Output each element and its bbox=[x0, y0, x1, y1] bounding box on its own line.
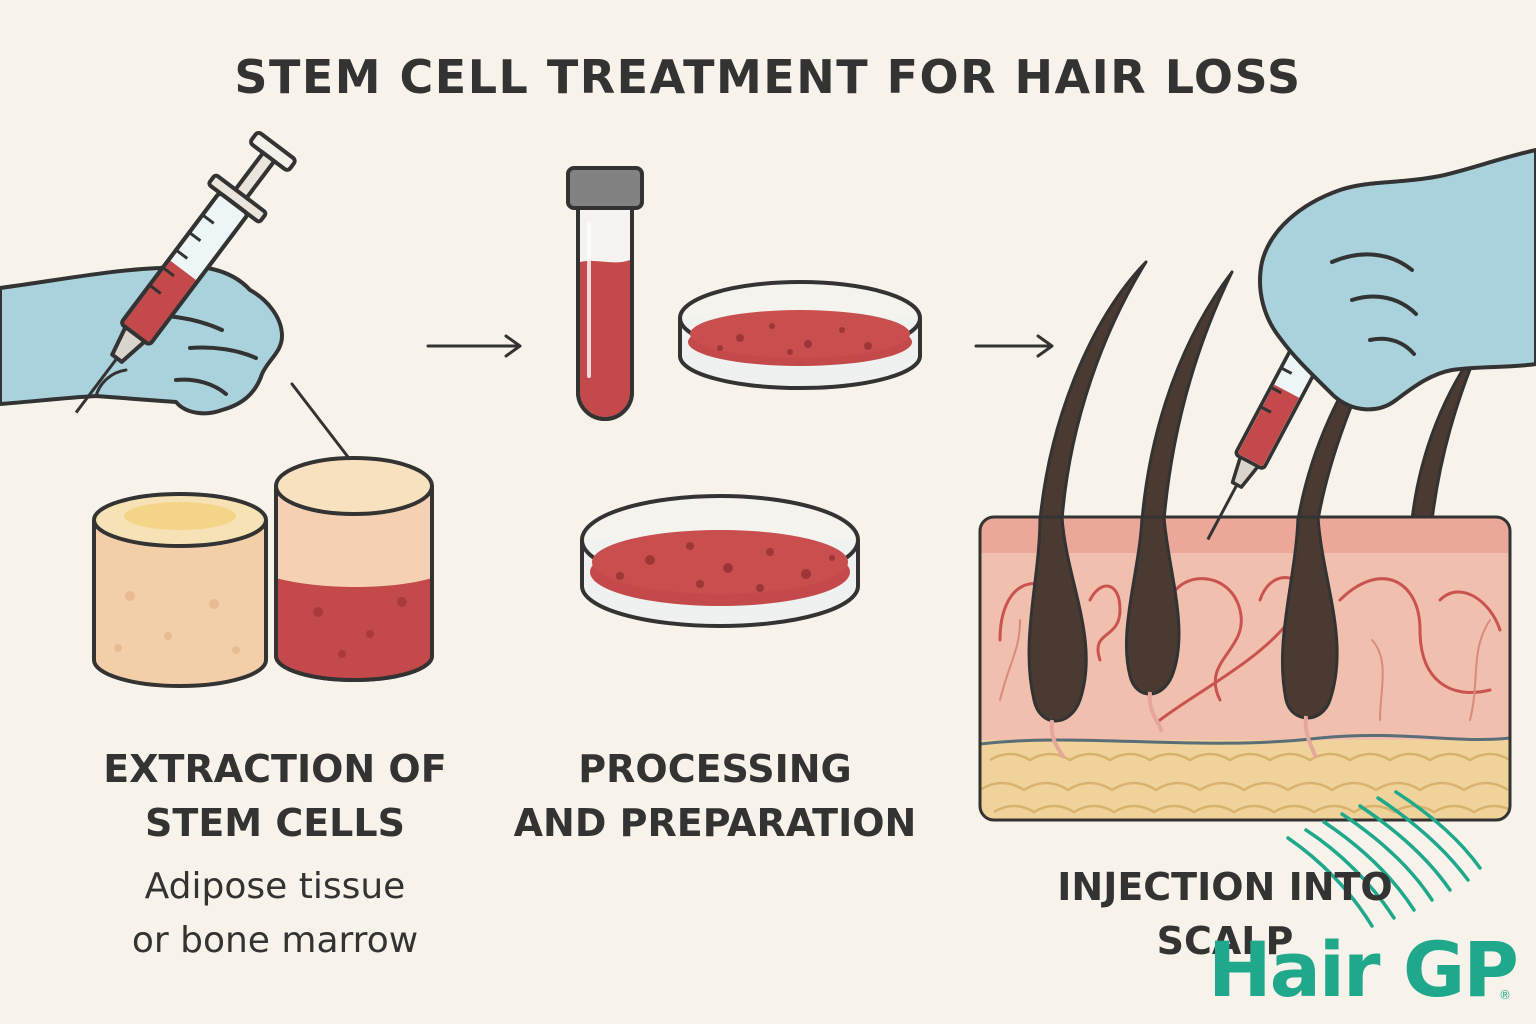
syringe-icon bbox=[74, 130, 297, 414]
step-1-heading-line-1: EXTRACTION OF bbox=[103, 747, 447, 791]
petri-dish-icon bbox=[678, 280, 922, 390]
step-1-heading-line-2: STEM CELLS bbox=[145, 801, 405, 845]
step-2-heading-line-2: AND PREPARATION bbox=[513, 801, 917, 845]
brand-logo: Hair GP bbox=[1208, 925, 1519, 1014]
arrow-right-icon bbox=[974, 334, 1054, 358]
step-1-detail-line-2: or bone marrow bbox=[131, 920, 419, 961]
step-2-heading-line-1: PROCESSING bbox=[578, 747, 852, 791]
step-3-heading-line-2: SCALP bbox=[1156, 919, 1294, 963]
adipose-tissue-cylinder bbox=[92, 492, 268, 688]
test-tube-icon bbox=[566, 166, 644, 421]
registered-mark: ® bbox=[1499, 988, 1511, 1002]
step-1-heading: EXTRACTION OF STEM CELLS bbox=[60, 742, 490, 850]
glove-hand-icon bbox=[1258, 148, 1536, 412]
step-2-heading: PROCESSING AND PREPARATION bbox=[480, 742, 950, 850]
step-1-detail: Adipose tissue or bone marrow bbox=[60, 860, 490, 968]
hair-gp-logo-icon bbox=[1286, 790, 1482, 928]
step-1-detail-line-1: Adipose tissue bbox=[144, 866, 406, 907]
step-3-heading: INJECTION INTO SCALP bbox=[990, 860, 1460, 968]
page-title: STEM CELL TREATMENT FOR HAIR LOSS bbox=[234, 50, 1302, 104]
petri-dish-icon bbox=[580, 494, 860, 628]
needle bbox=[290, 382, 360, 472]
bone-marrow-cylinder bbox=[274, 456, 434, 682]
step-3-heading-line-1: INJECTION INTO bbox=[1057, 865, 1393, 909]
arrow-right-icon bbox=[426, 334, 522, 358]
